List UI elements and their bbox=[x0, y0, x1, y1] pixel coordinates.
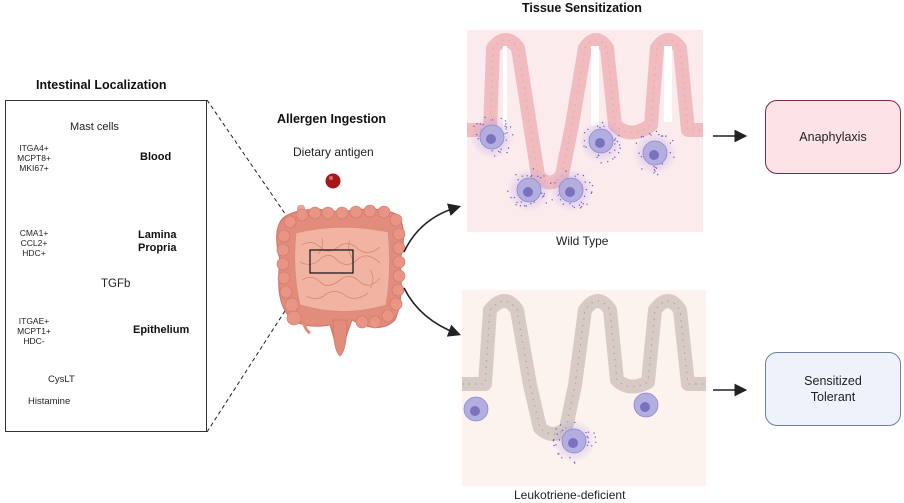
marker: MCPT1+ bbox=[14, 326, 54, 336]
intestinal-localization-title: Intestinal Localization bbox=[36, 78, 167, 92]
blood-label: Blood bbox=[140, 151, 171, 164]
epithelium-label: Epithelium bbox=[133, 324, 189, 337]
marker: MKI67+ bbox=[14, 163, 54, 173]
histamine-label: Histamine bbox=[28, 396, 70, 407]
leukotriene-deficient-tissue-illustration bbox=[462, 290, 706, 486]
activated-mast-cell bbox=[507, 168, 551, 212]
lamina-propria-markers: CMA1+ CCL2+ HDC+ bbox=[14, 228, 54, 258]
epithelium-markers: ITGAE+ MCPT1+ HDC- bbox=[14, 316, 54, 346]
marker: ITGA4+ bbox=[14, 143, 54, 153]
tissue-sensitization-title: Tissue Sensitization bbox=[522, 1, 642, 15]
arrow-to-wild-type bbox=[404, 207, 458, 252]
marker: HDC- bbox=[14, 336, 54, 346]
activated-mast-cell bbox=[549, 168, 593, 212]
marker: MCPT8+ bbox=[14, 153, 54, 163]
arrow-to-leukotriene-deficient bbox=[404, 288, 458, 334]
marker: HDC+ bbox=[14, 248, 54, 258]
anaphylaxis-label: Anaphylaxis bbox=[799, 129, 866, 145]
mast-cell bbox=[464, 397, 488, 421]
sensitized-tolerant-outcome-box: Sensitized Tolerant bbox=[765, 352, 901, 426]
sensitized-tolerant-label: Sensitized Tolerant bbox=[793, 373, 873, 405]
intestine-illustration bbox=[277, 205, 405, 356]
marker: CMA1+ bbox=[14, 228, 54, 238]
lamina-propria-label: Lamina Propria bbox=[138, 229, 188, 255]
anaphylaxis-outcome-box: Anaphylaxis bbox=[765, 100, 901, 174]
blood-markers: ITGA4+ MCPT8+ MKI67+ bbox=[14, 143, 54, 173]
cyslt-label: CysLT bbox=[48, 374, 75, 385]
activated-mast-cell bbox=[470, 115, 514, 159]
marker: CCL2+ bbox=[14, 238, 54, 248]
tgfb-label: TGFb bbox=[101, 278, 130, 290]
leukotriene-deficient-label: Leukotriene-deficient bbox=[514, 488, 625, 502]
wild-type-label: Wild Type bbox=[556, 234, 608, 248]
mast-cells-header: Mast cells bbox=[70, 121, 119, 133]
mast-cell bbox=[634, 393, 658, 417]
dietary-antigen-icon bbox=[326, 174, 341, 189]
wild-type-tissue-illustration bbox=[467, 30, 703, 232]
marker: ITGAE+ bbox=[14, 316, 54, 326]
dietary-antigen-label: Dietary antigen bbox=[293, 145, 374, 159]
allergen-ingestion-title: Allergen Ingestion bbox=[277, 112, 386, 126]
